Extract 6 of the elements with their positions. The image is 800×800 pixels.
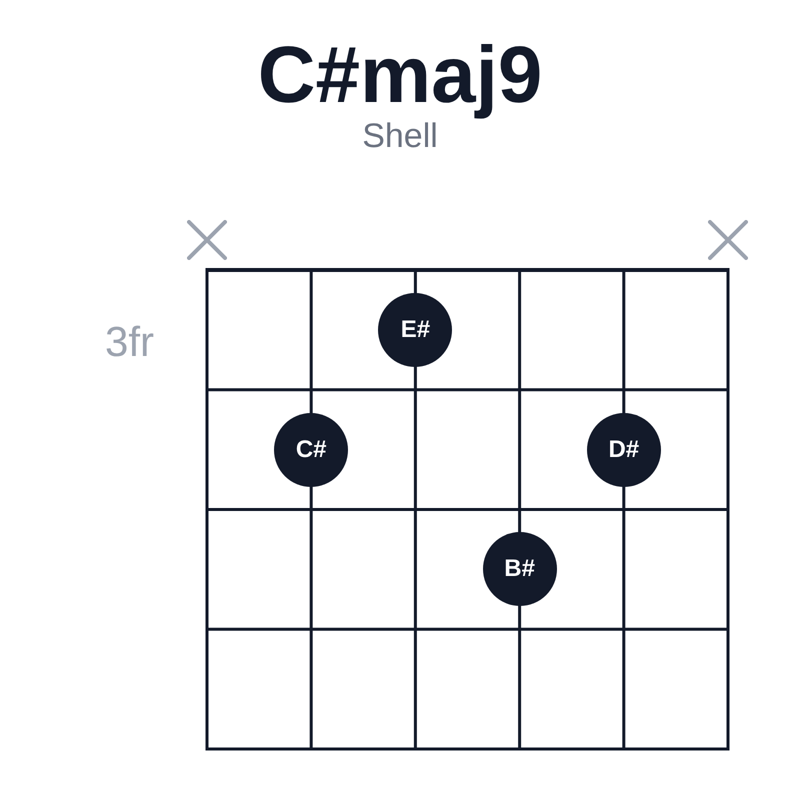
chord-subtitle: Shell (362, 119, 438, 153)
note-name: E# (400, 318, 430, 342)
note-name: B# (504, 557, 535, 582)
note-name: D# (608, 438, 640, 462)
fret-position-label: 3fr (105, 321, 154, 363)
note-name: C# (296, 438, 327, 462)
